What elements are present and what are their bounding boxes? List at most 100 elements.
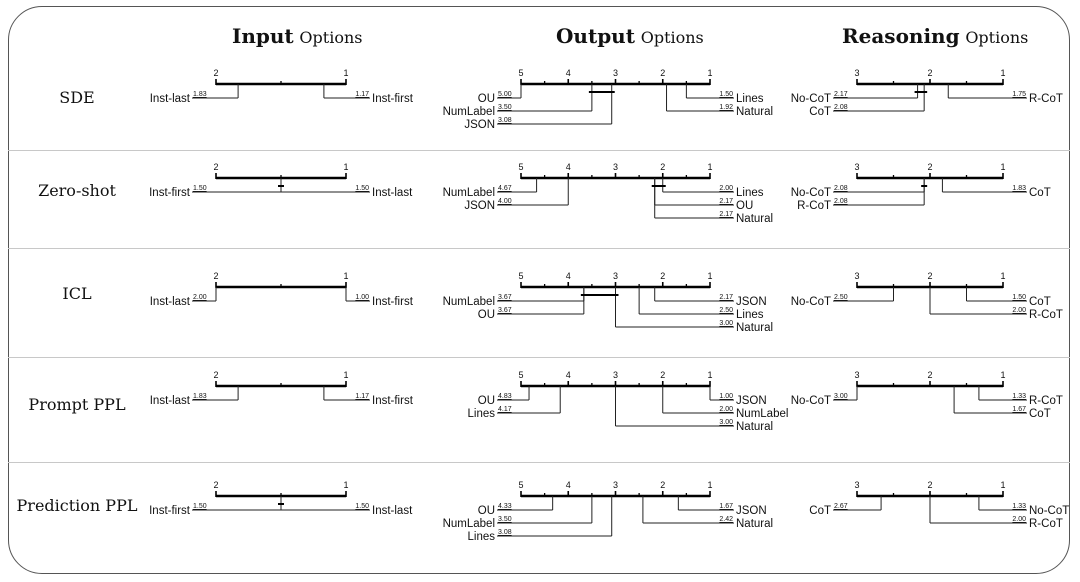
cd-item-value: 3.50: [498, 104, 512, 111]
cd-tick-label: 3: [613, 271, 618, 281]
row-label-sde: SDE: [59, 88, 95, 107]
cd-item-name: Lines: [736, 93, 764, 105]
cd-tick-label: 2: [213, 271, 218, 281]
cd-item-name: Inst-last: [150, 296, 191, 308]
cd-item-name: CoT: [809, 505, 831, 517]
cd-item-value: 2.08: [834, 198, 848, 205]
cd-item-name: R-CoT: [1029, 395, 1063, 407]
cd-tick-label: 2: [927, 68, 932, 78]
cd-tick-label: 2: [927, 162, 932, 172]
cd-item-name: JSON: [736, 296, 767, 308]
cd-item-value: 3.67: [498, 307, 512, 314]
cd-item-value: 2.00: [1012, 307, 1026, 314]
cd-item-name: Inst-last: [372, 187, 413, 199]
cd-item-value: 2.00: [193, 294, 207, 301]
cd-item-value: 1.50: [719, 91, 733, 98]
cd-item-value: 2.17: [719, 294, 733, 301]
cd-tick-label: 4: [566, 162, 571, 172]
cd-tick-label: 2: [660, 162, 665, 172]
cd-tick-label: 1: [707, 162, 712, 172]
cd-item-name: CoT: [1029, 296, 1051, 308]
cd-item-value: 1.83: [193, 91, 207, 98]
cd-item-name: Lines: [736, 187, 764, 199]
cd-tick-label: 5: [518, 480, 523, 490]
cd-tick-label: 3: [613, 370, 618, 380]
cd-tick-label: 1: [343, 68, 348, 78]
cd-item-name: CoT: [809, 106, 831, 118]
cd-item-name: JSON: [464, 119, 495, 131]
cd-item-value: 1.67: [719, 503, 733, 510]
row-label-icl: ICL: [62, 284, 92, 303]
cd-item-value: 1.00: [355, 294, 369, 301]
cd-item-name: Natural: [736, 421, 773, 433]
cd-item-name: Natural: [736, 322, 773, 334]
cd-tick-label: 3: [854, 68, 859, 78]
cd-item-value: 1.83: [193, 393, 207, 400]
cd-tick-label: 1: [1000, 162, 1005, 172]
cd-item-value: 4.67: [498, 185, 512, 192]
cd-item-value: 1.33: [1012, 393, 1026, 400]
cd-item-name: Inst-last: [150, 395, 191, 407]
cd-item-name: NumLabel: [443, 106, 495, 118]
cd-item-name: Lines: [736, 309, 764, 321]
cd-tick-label: 2: [660, 370, 665, 380]
cd-tick-label: 1: [343, 162, 348, 172]
cd-tick-label: 1: [707, 68, 712, 78]
cd-tick-label: 1: [343, 370, 348, 380]
cd-item-name: Inst-first: [372, 395, 414, 407]
cd-tick-label: 3: [613, 480, 618, 490]
cd-item-value: 1.50: [355, 503, 369, 510]
cd-item-name: Natural: [736, 106, 773, 118]
cd-item-value: 2.67: [834, 503, 848, 510]
cd-item-value: 4.83: [498, 393, 512, 400]
header-reasoning-rest: Options: [965, 28, 1029, 47]
figure-frame: [8, 6, 1070, 574]
header-reasoning-bold: Reasoning: [842, 24, 960, 48]
cd-tick-label: 2: [927, 271, 932, 281]
cd-tick-label: 1: [707, 480, 712, 490]
cd-tick-label: 4: [566, 271, 571, 281]
cd-item-value: 1.33: [1012, 503, 1026, 510]
cd-tick-label: 1: [707, 271, 712, 281]
cd-item-value: 3.00: [719, 320, 733, 327]
cd-item-name: Natural: [736, 518, 773, 530]
cd-item-name: CoT: [1029, 187, 1051, 199]
header-output-rest: Options: [640, 28, 704, 47]
cd-tick-label: 2: [927, 370, 932, 380]
cd-item-value: 3.00: [834, 393, 848, 400]
cd-item-name: JSON: [736, 395, 767, 407]
cd-tick-label: 5: [518, 162, 523, 172]
header-output: Output Options: [556, 24, 704, 48]
cd-tick-label: 3: [854, 370, 859, 380]
cd-tick-label: 3: [854, 480, 859, 490]
header-input: Input Options: [232, 24, 362, 48]
cd-item-value: 5.00: [498, 91, 512, 98]
cd-tick-label: 3: [854, 271, 859, 281]
cd-item-name: Inst-first: [149, 187, 191, 199]
cd-tick-label: 4: [566, 480, 571, 490]
cd-tick-label: 1: [707, 370, 712, 380]
cd-item-value: 3.50: [498, 516, 512, 523]
cd-tick-label: 3: [613, 68, 618, 78]
header-input-rest: Options: [299, 28, 363, 47]
cd-item-name: R-CoT: [1029, 93, 1063, 105]
cd-item-value: 1.50: [355, 185, 369, 192]
cd-tick-label: 1: [1000, 370, 1005, 380]
cd-item-name: NumLabel: [443, 187, 495, 199]
cd-item-value: 2.08: [834, 185, 848, 192]
header-input-bold: Input: [232, 24, 294, 48]
cd-item-name: NumLabel: [443, 296, 495, 308]
cd-tick-label: 2: [213, 162, 218, 172]
cd-item-value: 2.17: [719, 211, 733, 218]
cd-item-name: OU: [478, 309, 495, 321]
row-label-prediction-ppl: Prediction PPL: [16, 496, 138, 515]
cd-item-name: CoT: [1029, 408, 1051, 420]
